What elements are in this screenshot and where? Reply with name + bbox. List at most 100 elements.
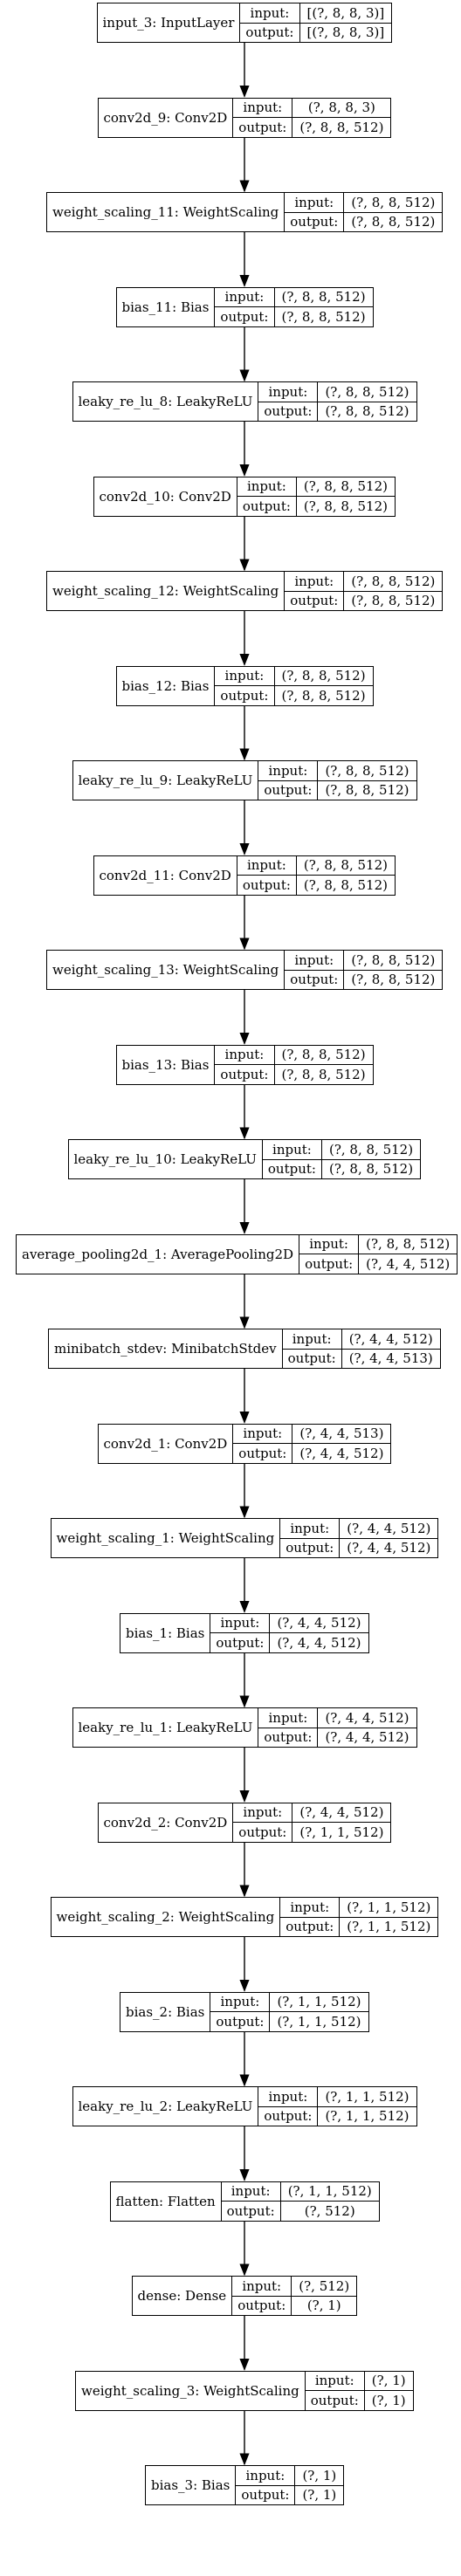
input-label: input: bbox=[290, 1899, 330, 1915]
shape-values: (?, 1, 1, 512)(?, 1, 1, 512) bbox=[269, 1992, 368, 2031]
shape-values: (?, 8, 8, 512)(?, 4, 4, 512) bbox=[358, 1234, 458, 1274]
output-shape: (?, 1) bbox=[295, 2484, 344, 2505]
input-shape: (?, 8, 8, 512) bbox=[328, 1141, 414, 1157]
input-shape: (?, 4, 4, 512) bbox=[277, 1615, 361, 1631]
shape-values: (?, 8, 8, 512)(?, 8, 8, 512) bbox=[343, 951, 443, 990]
layer-name: conv2d_9: Conv2D bbox=[99, 98, 234, 137]
input-label: input: bbox=[294, 573, 334, 589]
layer-name: dense: Dense bbox=[133, 2277, 233, 2315]
output-shape: (?, 4, 4, 513) bbox=[341, 1348, 440, 1369]
output-shape: (?, 1, 1, 512) bbox=[318, 2105, 416, 2126]
input-shape: (?, 4, 4, 512) bbox=[348, 1330, 433, 1347]
port-labels: input:output: bbox=[305, 2372, 364, 2410]
shape-values: (?, 1)(?, 1) bbox=[363, 2371, 413, 2410]
shape-values: (?, 8, 8, 512)(?, 8, 8, 512) bbox=[343, 193, 443, 231]
output-shape: (?, 4, 4, 512) bbox=[359, 1254, 458, 1274]
port-labels: input:output: bbox=[221, 2182, 280, 2221]
output-shape: (?, 1, 1, 512) bbox=[340, 1916, 438, 1937]
layer-name: weight_scaling_13: WeightScaling bbox=[47, 951, 286, 989]
input-shape: (?, 512) bbox=[299, 2277, 350, 2294]
layer-name: weight_scaling_3: WeightScaling bbox=[76, 2371, 306, 2410]
input-shape: (?, 4, 4, 513) bbox=[299, 1425, 384, 1442]
layer-name: weight_scaling_12: WeightScaling bbox=[47, 572, 286, 610]
port-labels: input:output: bbox=[262, 1140, 321, 1178]
input-shape: (?, 8, 8, 512) bbox=[325, 762, 409, 779]
output-label: output: bbox=[285, 969, 344, 990]
output-shape: (?, 8, 8, 512) bbox=[344, 590, 443, 611]
shape-values: (?, 4, 4, 512)(?, 4, 4, 512) bbox=[339, 1519, 438, 1557]
output-label: output: bbox=[299, 1254, 359, 1274]
port-labels: input:output: bbox=[232, 2277, 292, 2315]
input-shape: (?, 1, 1, 512) bbox=[277, 1994, 361, 2010]
output-label: output: bbox=[215, 1064, 274, 1084]
output-label: output: bbox=[215, 685, 274, 705]
port-labels: input:output: bbox=[258, 1708, 318, 1747]
shape-values: (?, 8, 8, 512)(?, 8, 8, 512) bbox=[273, 1045, 373, 1084]
output-shape: (?, 8, 8, 512) bbox=[292, 117, 391, 137]
input-label: input: bbox=[309, 1236, 348, 1253]
port-labels: input:output: bbox=[258, 761, 318, 800]
shape-values: (?, 8, 8, 512)(?, 8, 8, 512) bbox=[273, 287, 373, 326]
input-shape: (?, 4, 4, 512) bbox=[325, 1709, 409, 1726]
port-labels: input:output: bbox=[280, 1898, 340, 1936]
input-shape: (?, 1, 1, 512) bbox=[347, 1899, 431, 1915]
output-label: output: bbox=[233, 1822, 292, 1842]
output-label: output: bbox=[215, 306, 274, 326]
output-label: output: bbox=[210, 2011, 270, 2031]
port-labels: input:output: bbox=[215, 667, 274, 705]
input-label: input: bbox=[250, 4, 290, 21]
input-label: input: bbox=[272, 1141, 312, 1157]
layer-name: leaky_re_lu_8: LeakyReLU bbox=[73, 382, 259, 421]
port-labels: input:output: bbox=[285, 951, 344, 990]
input-label: input: bbox=[230, 2183, 271, 2200]
layer-name: leaky_re_lu_9: LeakyReLU bbox=[73, 761, 259, 800]
output-label: output: bbox=[285, 590, 344, 611]
layer-name: bias_11: Bias bbox=[117, 287, 216, 326]
input-label: input: bbox=[243, 100, 283, 116]
output-label: output: bbox=[221, 2201, 280, 2221]
shape-values: (?, 1, 1, 512)(?, 512) bbox=[279, 2181, 379, 2221]
input-label: input: bbox=[245, 2467, 286, 2483]
input-shape: (?, 4, 4, 512) bbox=[299, 1804, 384, 1821]
layer-name: bias_12: Bias bbox=[117, 666, 216, 705]
shape-values: (?, 1)(?, 1) bbox=[294, 2466, 344, 2505]
input-label: input: bbox=[220, 1994, 260, 2010]
input-shape: (?, 1) bbox=[371, 2373, 406, 2389]
input-label: input: bbox=[243, 1425, 283, 1442]
output-label: output: bbox=[285, 211, 344, 232]
output-label: output: bbox=[237, 496, 296, 516]
input-label: input: bbox=[242, 2277, 282, 2294]
output-shape: (?, 8, 8, 512) bbox=[296, 875, 395, 895]
port-labels: input:output: bbox=[233, 1803, 292, 1842]
output-shape: (?, 4, 4, 512) bbox=[318, 1727, 416, 1748]
input-label: input: bbox=[292, 1330, 332, 1347]
output-shape: (?, 4, 4, 512) bbox=[292, 1443, 391, 1463]
port-labels: input:output: bbox=[233, 99, 292, 137]
output-shape: (?, 8, 8, 512) bbox=[344, 969, 443, 990]
output-shape: (?, 8, 8, 512) bbox=[321, 1158, 421, 1179]
input-label: input: bbox=[268, 762, 308, 779]
input-label: input: bbox=[294, 951, 334, 968]
shape-values: (?, 512)(?, 1) bbox=[291, 2277, 357, 2315]
port-labels: input:output: bbox=[258, 2087, 318, 2126]
input-label: input: bbox=[220, 1615, 260, 1631]
output-label: output: bbox=[280, 1537, 340, 1558]
input-shape: (?, 8, 8, 512) bbox=[325, 383, 409, 400]
output-shape: (?, 8, 8, 512) bbox=[318, 401, 416, 422]
shape-values: [(?, 8, 8, 3)][(?, 8, 8, 3)] bbox=[299, 3, 392, 42]
